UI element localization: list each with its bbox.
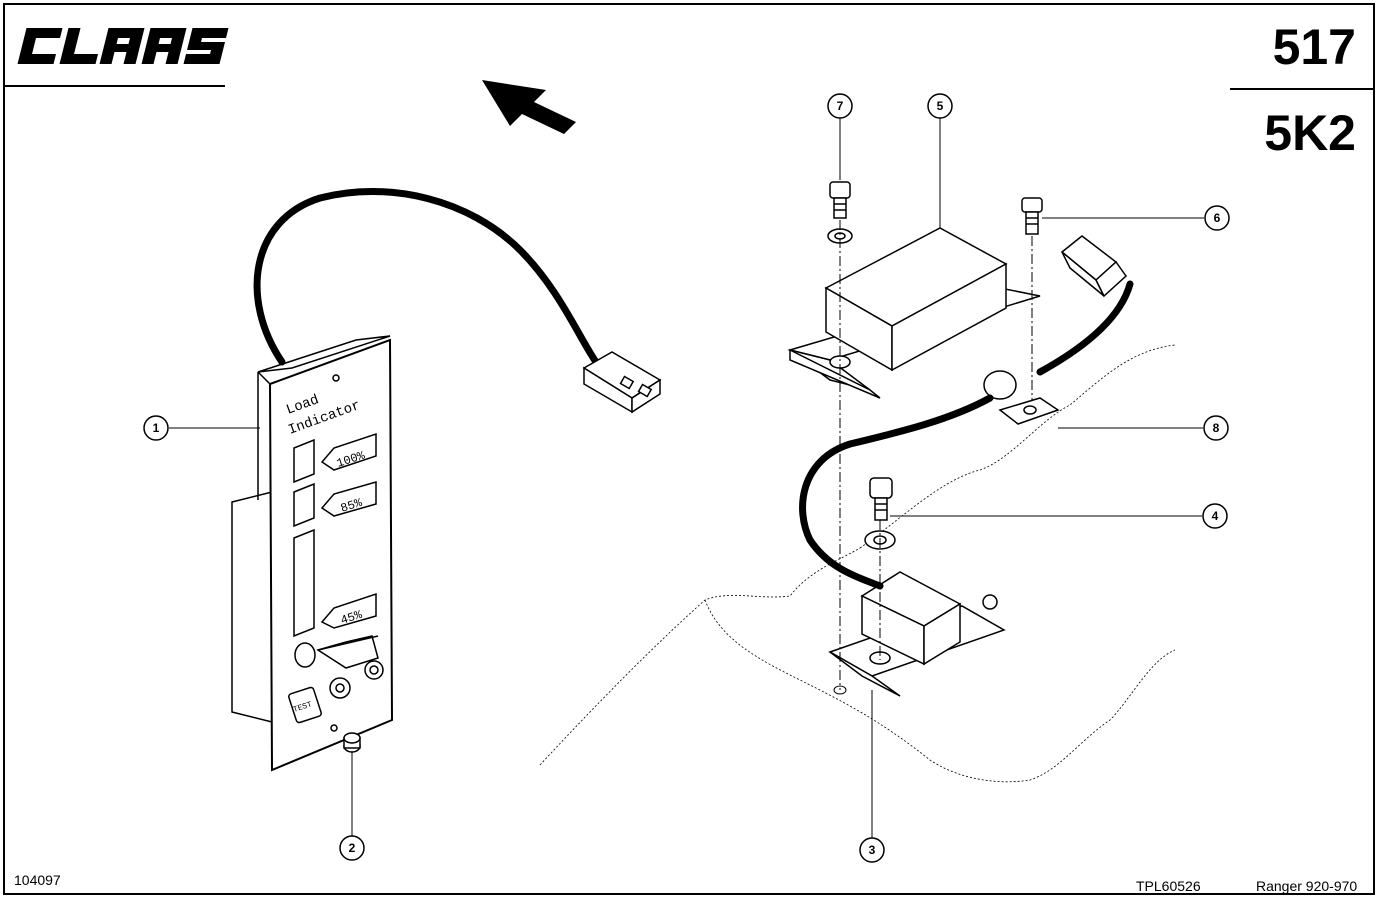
load-indicator-panel: [231, 335, 394, 772]
indicator-cable: [253, 188, 602, 369]
bolt-7: [829, 181, 851, 219]
claas-logo: [17, 28, 229, 64]
callout-7: 7: [827, 93, 853, 180]
callout-6: 6: [1042, 205, 1230, 231]
direction-arrow-icon: [482, 80, 576, 134]
logo-underline: [3, 85, 225, 87]
bolt-6: [1021, 197, 1043, 235]
fastening-pin: [343, 732, 361, 753]
section-code: 5K2: [1264, 105, 1356, 161]
bolt-4: [869, 477, 893, 521]
callout-8: 8: [1058, 415, 1229, 441]
mounting-surface-outline: [539, 344, 1176, 766]
assembly-axes: [839, 220, 1033, 690]
callout-5: 5: [927, 93, 953, 228]
plate-code: TPL60526: [1136, 878, 1201, 894]
plug-connector: [582, 351, 662, 414]
callout-4: 4: [890, 503, 1228, 529]
model-range: Ranger 920-970: [1256, 878, 1358, 894]
page-number: 517: [1272, 19, 1356, 75]
sensor-connector: [1060, 235, 1127, 298]
level-45-label: 45%: [339, 608, 365, 628]
svg-text:6: 6: [1214, 211, 1221, 225]
svg-text:8: 8: [1213, 421, 1220, 435]
mounting-surface-edge: [704, 599, 1176, 783]
sensor-housing: [787, 227, 1041, 399]
callout-1: 1: [143, 415, 260, 441]
svg-text:3: 3: [869, 843, 876, 857]
level-85-label: 85%: [339, 496, 365, 516]
drawing-number: 104097: [14, 872, 61, 888]
sensor-cable: [799, 280, 1134, 590]
svg-text:2: 2: [349, 841, 356, 855]
tractor-icon: [316, 635, 384, 699]
page-number-divider: [1230, 88, 1375, 90]
drawing-frame: [3, 3, 1375, 895]
callout-2: 2: [339, 752, 365, 861]
svg-text:7: 7: [837, 99, 844, 113]
svg-text:4: 4: [1212, 509, 1219, 523]
svg-text:5: 5: [937, 99, 944, 113]
lower-bracket: [828, 571, 1006, 697]
callout-3: 3: [859, 690, 885, 863]
svg-text:1: 1: [153, 421, 160, 435]
cable-clip: [983, 370, 1060, 425]
